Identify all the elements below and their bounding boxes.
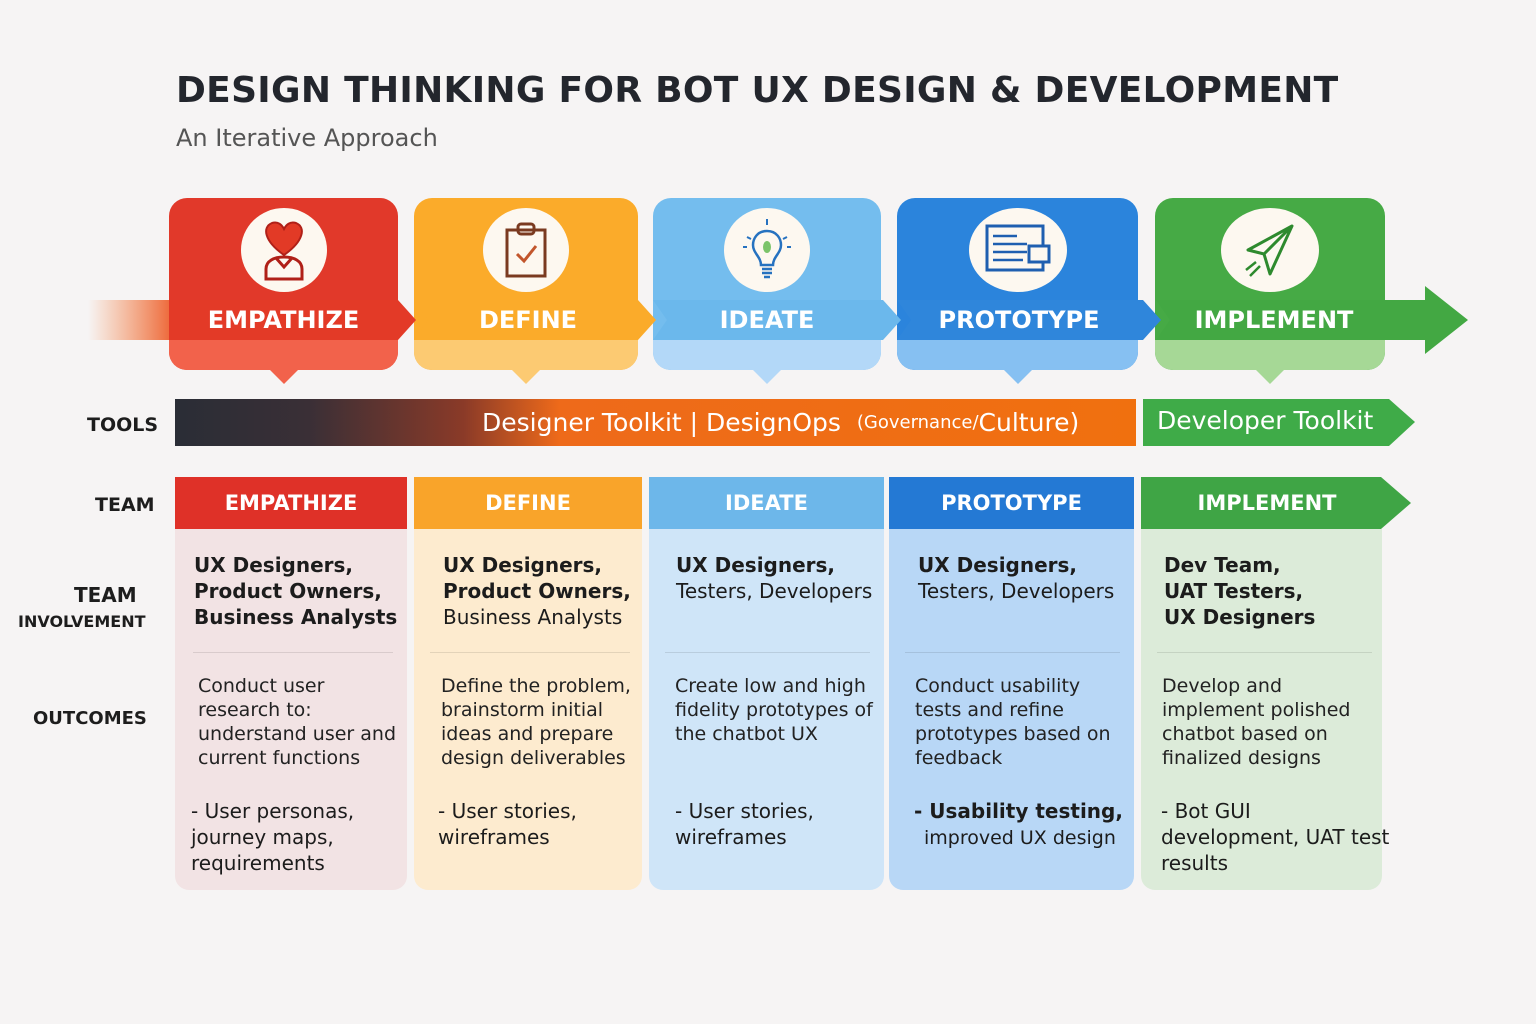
lightbulb-icon xyxy=(724,208,810,292)
culture-label: Culture) xyxy=(978,408,1080,437)
team-bold: UX Designers, xyxy=(676,553,836,577)
team-regular: Business Analysts xyxy=(443,605,623,629)
team-header-ideate: IDEATE xyxy=(649,477,884,529)
stage-label-implement: IMPLEMENT xyxy=(1194,306,1354,334)
row-label-team: TEAM xyxy=(95,494,155,516)
team-header-implement-arrow xyxy=(1141,477,1411,529)
process-arrow-band xyxy=(88,286,1468,354)
stage-label-define: DEFINE xyxy=(478,306,578,334)
divider xyxy=(905,652,1120,653)
team-header-empathize: EMPATHIZE xyxy=(175,477,407,529)
governance-label: (Governance/ xyxy=(856,412,979,433)
page-subtitle: An Iterative Approach xyxy=(176,124,438,152)
team-prototype: UX Designers,Testers, Developers xyxy=(918,552,1128,604)
column-ideate xyxy=(649,529,884,890)
row-label-team-involvement-2: INVOLVEMENT xyxy=(18,612,146,631)
column-implement xyxy=(1141,529,1382,890)
deliverables-implement: - Bot GUI development, UAT test results xyxy=(1161,799,1390,875)
team-bold: Dev Team, UAT Testers, UX Designers xyxy=(1164,553,1316,629)
row-label-team-involvement-1: TEAM xyxy=(74,583,137,607)
column-empathize xyxy=(175,529,407,890)
divider xyxy=(193,652,393,653)
stage-label-empathize: EMPATHIZE xyxy=(207,306,360,334)
stage-card-define xyxy=(414,198,638,384)
team-implement: Dev Team, UAT Testers, UX Designers xyxy=(1164,552,1324,630)
team-bold: UX Designers, Product Owners, xyxy=(443,553,631,603)
team-regular: Testers, Developers xyxy=(918,579,1115,603)
team-regular: Testers, Developers xyxy=(676,579,873,603)
heart-person-icon xyxy=(240,208,327,292)
team-bold: UX Designers, Product Owners, Business A… xyxy=(194,553,398,629)
designer-toolkit-bar: Designer Toolkit | DesignOps (Governance… xyxy=(175,399,1136,446)
outcome-empathize: Conduct user research to: understand use… xyxy=(198,675,397,769)
row-label-outcomes: OUTCOMES xyxy=(33,708,147,729)
deliverables-prototype: - Usability testing, improved UX design xyxy=(914,798,1129,851)
designer-toolkit-label: Designer Toolkit | DesignOps xyxy=(482,408,849,437)
row-label-tools: TOOLS xyxy=(87,414,159,436)
divider xyxy=(665,652,870,653)
outcome-implement: Develop and implement polished chatbot b… xyxy=(1162,675,1351,769)
paper-plane-icon xyxy=(1221,208,1319,292)
stage-label-prototype: PROTOTYPE xyxy=(938,306,1100,334)
outcome-ideate: Create low and high fidelity prototypes … xyxy=(675,675,873,745)
developer-toolkit-label: Developer Toolkit xyxy=(1157,406,1374,435)
team-ideate: UX Designers,Testers, Developers xyxy=(676,552,886,604)
outcome-define: Define the problem, brainstorm initial i… xyxy=(441,675,631,769)
team-header-implement: IMPLEMENT xyxy=(1197,491,1337,515)
divider xyxy=(430,652,630,653)
team-header-prototype: PROTOTYPE xyxy=(889,477,1134,529)
wireframe-screen-icon xyxy=(968,208,1067,292)
team-define: UX Designers, Product Owners,Business An… xyxy=(443,552,638,630)
deliverables-empathize: - User personas, journey maps, requireme… xyxy=(191,799,355,875)
stage-card-ideate xyxy=(653,198,881,384)
outcome-prototype: Conduct usability tests and refine proto… xyxy=(915,675,1111,769)
deliverables-bold: - Usability testing, xyxy=(914,799,1123,823)
stage-label-ideate: IDEATE xyxy=(719,306,815,334)
stage-card-prototype xyxy=(897,198,1138,384)
team-header-define: DEFINE xyxy=(414,477,642,529)
team-empathize: UX Designers, Product Owners, Business A… xyxy=(194,552,399,630)
developer-toolkit-arrow xyxy=(1143,399,1415,446)
column-prototype xyxy=(889,529,1134,890)
clipboard-check-icon xyxy=(483,208,569,292)
page-title: DESIGN THINKING FOR BOT UX DESIGN & DEVE… xyxy=(176,70,1339,111)
deliverables-regular: improved UX design xyxy=(924,827,1116,849)
team-bold: UX Designers, xyxy=(918,553,1078,577)
deliverables-ideate: - User stories, wireframes xyxy=(675,799,814,849)
deliverables-define: - User stories, wireframes xyxy=(438,799,577,849)
divider xyxy=(1157,652,1372,653)
stage-card-implement xyxy=(1155,198,1385,384)
stage-card-empathize xyxy=(169,198,398,384)
column-define xyxy=(414,529,642,890)
